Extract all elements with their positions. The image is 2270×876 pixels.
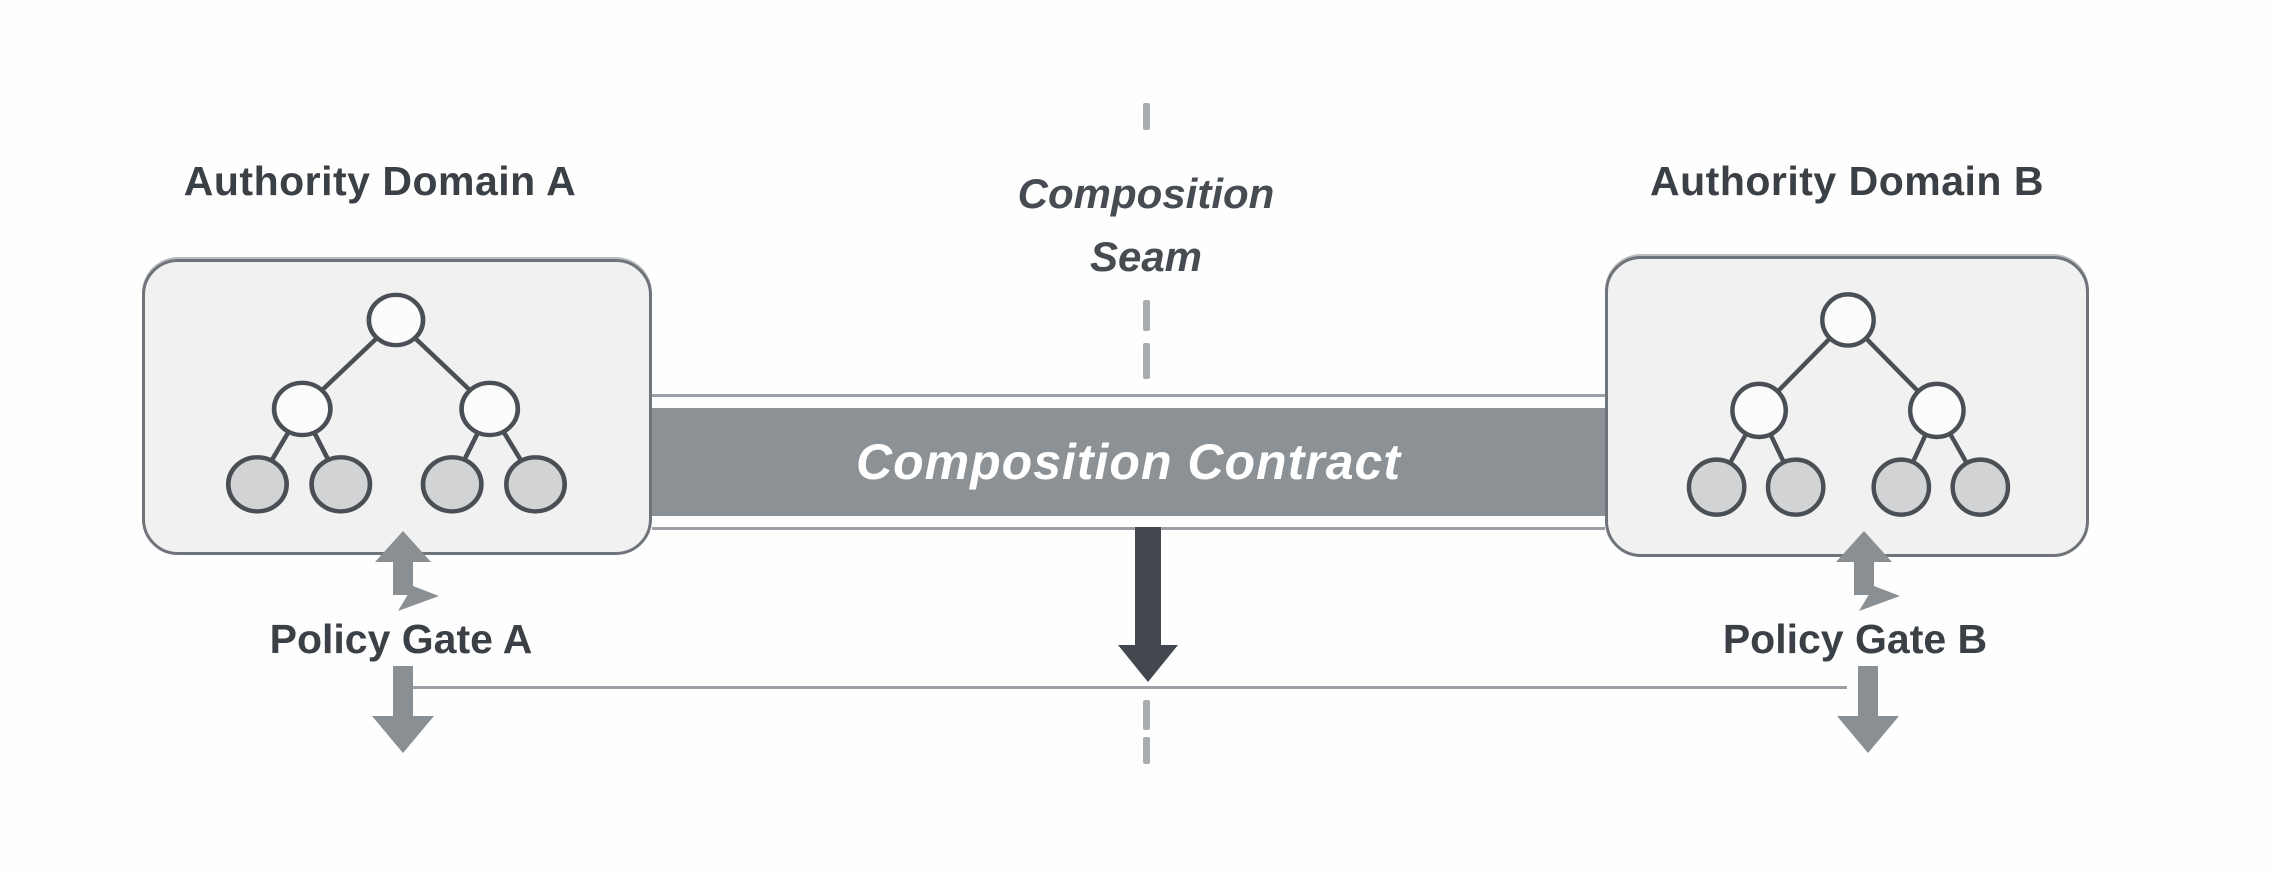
seam-dashed-line-segment	[1143, 300, 1150, 331]
tree-leaf-node	[1871, 457, 1932, 517]
tree-leaf-node	[1765, 457, 1826, 517]
tree-leaf-node	[225, 455, 289, 514]
tree-mid-node	[459, 380, 521, 438]
tree-leaf-node	[420, 455, 484, 514]
seam-dashed-line-segment	[1143, 737, 1150, 764]
tree-mid-node	[271, 380, 333, 438]
policy-gate-a-up-arrow-icon	[375, 531, 439, 611]
seam-dashed-line-segment	[1143, 343, 1150, 379]
composition-contract-label: Composition Contract	[856, 434, 1401, 490]
tree-mid-node	[1907, 381, 1966, 440]
tree-root-node	[1820, 292, 1876, 348]
authority-domain-b-box	[1605, 256, 2089, 557]
gate-connector-line	[413, 686, 1847, 689]
seam-dashed-line-segment	[1143, 103, 1150, 130]
policy-gate-b-down-arrow-icon	[1837, 666, 1899, 753]
tree-root-node	[366, 292, 426, 348]
tree-leaf-node	[503, 455, 567, 514]
hierarchy-tree-icon	[225, 292, 567, 514]
tree-leaf-node	[309, 455, 373, 514]
authority-domain-b-title: Authority Domain B	[1650, 158, 2044, 204]
policy-gate-b-up-arrow-icon	[1836, 531, 1900, 611]
tree-leaf-node	[1686, 457, 1747, 517]
policy-gate-a-down-arrow-icon	[372, 666, 434, 753]
authority-domain-a-box	[142, 259, 652, 555]
contract-bar-top-rail	[652, 394, 1605, 397]
contract-bar-bottom-rail	[652, 527, 1605, 530]
seam-dashed-line-segment	[1143, 700, 1150, 730]
policy-gate-b-label: Policy Gate B	[1722, 616, 1988, 662]
hierarchy-tree-icon	[1686, 292, 2011, 517]
policy-gate-a-label: Policy Gate A	[269, 616, 533, 662]
composition-seam-label-line2: Seam	[1089, 233, 1203, 280]
contract-flow-down-arrow-icon	[1118, 527, 1178, 682]
composition-seam-label: Composition Seam	[996, 162, 1296, 288]
tree-mid-node	[1730, 381, 1788, 440]
composition-seam-label-line1: Composition	[1017, 170, 1275, 217]
tree-leaf-node	[1950, 457, 2011, 517]
authority-domain-a-title: Authority Domain A	[183, 158, 577, 204]
composition-contract-bar: Composition Contract	[652, 408, 1605, 516]
